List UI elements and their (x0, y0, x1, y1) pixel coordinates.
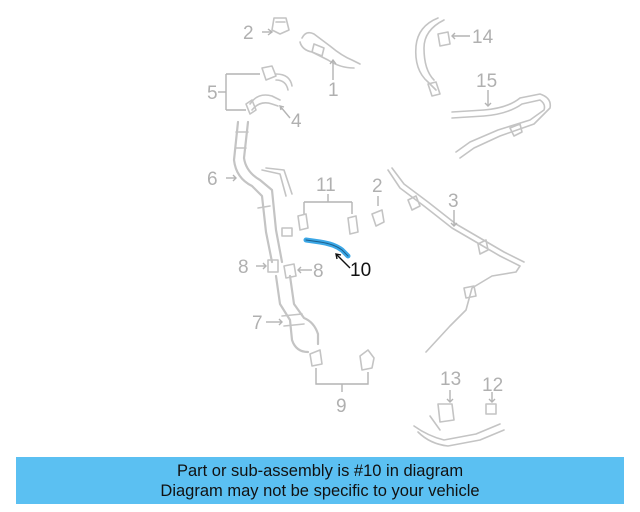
callout-8-right[interactable]: 8 (313, 261, 324, 282)
info-banner: Part or sub-assembly is #10 in diagram D… (16, 457, 624, 504)
callout-5[interactable]: 5 (207, 83, 218, 104)
callout-6[interactable]: 6 (207, 169, 218, 190)
callout-10[interactable]: 10 (350, 260, 371, 281)
parts-diagram: 2 1 5 4 6 (207, 17, 552, 447)
part-1-hose (299, 31, 361, 80)
callout-1[interactable]: 1 (328, 80, 339, 101)
part-7-hose (266, 274, 320, 354)
part-8-clamps (256, 259, 312, 279)
part-14-hose (414, 17, 470, 97)
banner-line-1: Part or sub-assembly is #10 in diagram (176, 462, 464, 480)
banner-line-2: Diagram may not be specific to your vehi… (160, 482, 480, 500)
callout-11[interactable]: 11 (316, 175, 336, 196)
callout-7[interactable]: 7 (252, 313, 263, 334)
callout-8-left[interactable]: 8 (238, 257, 249, 278)
part-15-pipe (451, 90, 552, 159)
part-5-group (218, 65, 293, 111)
part-10-hose-highlighted[interactable] (303, 237, 351, 269)
part-13-12-group (413, 390, 505, 447)
callout-14[interactable]: 14 (472, 27, 494, 48)
callout-2-middle[interactable]: 2 (372, 176, 383, 197)
callout-2-top[interactable]: 2 (243, 23, 254, 44)
callout-9[interactable]: 9 (336, 396, 347, 417)
callout-13[interactable]: 13 (440, 369, 461, 390)
part-4-hose (245, 94, 291, 119)
callout-4[interactable]: 4 (291, 111, 302, 132)
callout-15[interactable]: 15 (476, 71, 497, 92)
part-11-group (297, 194, 359, 235)
part-6-pipe (226, 120, 293, 264)
part-2-clip-middle (371, 196, 385, 227)
callout-3[interactable]: 3 (448, 191, 459, 212)
part-3-line (387, 167, 525, 353)
part-9-group (309, 349, 375, 392)
callout-12[interactable]: 12 (482, 375, 503, 396)
part-2-clamp-top (262, 17, 290, 36)
